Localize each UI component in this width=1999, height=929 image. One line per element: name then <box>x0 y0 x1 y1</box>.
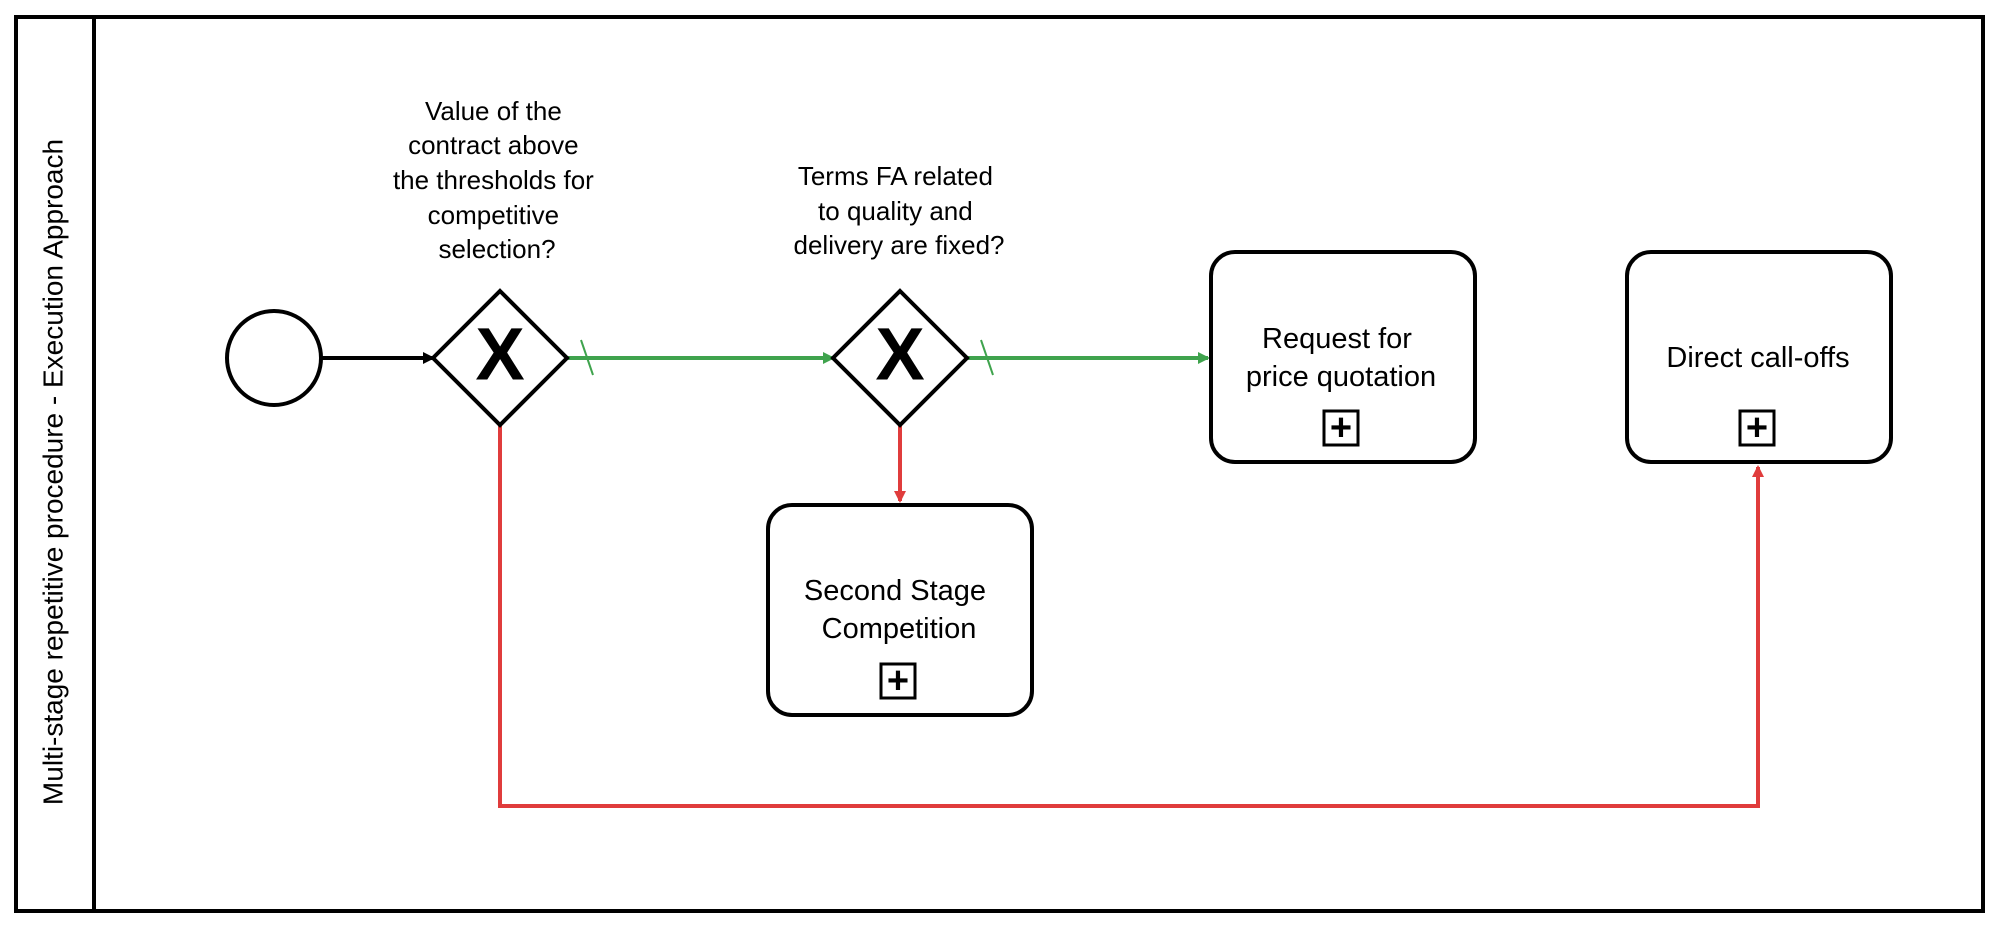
task-direct-calloffs[interactable]: Direct call-offs + <box>1625 250 1893 464</box>
question-line: contract above <box>408 130 579 160</box>
task-request-quotation[interactable]: Request for price quotation + <box>1209 250 1477 464</box>
flow-gateway1-no <box>498 425 1764 808</box>
exclusive-gateway-diamond <box>830 288 970 428</box>
task-label: Request for price quotation <box>1246 323 1436 393</box>
pool-border <box>14 15 1985 913</box>
task-box <box>1209 250 1477 464</box>
gateway-threshold-question: Value of the contract above the threshol… <box>393 96 601 264</box>
task-second-stage-competition[interactable]: Second Stage Competition + <box>766 503 1034 717</box>
question-line: selection? <box>438 234 555 264</box>
plus-marker: + <box>1330 407 1352 449</box>
default-flow-slash-icon <box>980 339 994 376</box>
task-label-line: Competition <box>822 613 977 645</box>
question-line: competitive <box>428 200 560 230</box>
task-label-line: Request for <box>1262 323 1412 355</box>
start-event-circle-icon[interactable] <box>225 309 323 407</box>
gateway-x-icon: X <box>875 313 924 396</box>
gateway-terms-question: Terms FA related to quality and delivery… <box>794 161 1005 260</box>
question-line: to quality and <box>818 196 973 226</box>
question-line: the thresholds for <box>393 165 594 195</box>
collapsed-subprocess-plus-icon <box>879 662 917 700</box>
question-line: Value of the <box>425 96 562 126</box>
default-flow-slash-icon <box>580 339 594 376</box>
task-label-line: Second Stage <box>804 575 986 607</box>
task-box <box>766 503 1034 717</box>
gateway-terms[interactable]: X <box>830 288 970 428</box>
plus-marker: + <box>887 660 909 702</box>
task-label: Direct call-offs <box>1666 342 1849 374</box>
task-box <box>1625 250 1893 464</box>
question-line: Terms FA related <box>798 161 993 191</box>
task-label-line: price quotation <box>1246 361 1436 393</box>
task-label-line: Direct call-offs <box>1666 342 1849 374</box>
collapsed-subprocess-plus-icon <box>1322 409 1360 447</box>
exclusive-gateway-diamond <box>430 288 570 428</box>
question-line: delivery are fixed? <box>794 230 1005 260</box>
gateway-x-icon: X <box>475 313 524 396</box>
task-label: Second Stage Competition <box>804 575 994 645</box>
plus-marker: + <box>1746 407 1768 449</box>
pool-label: Multi-stage repetitive procedure - Execu… <box>37 139 68 805</box>
gateway-threshold[interactable]: X <box>430 288 570 428</box>
collapsed-subprocess-plus-icon <box>1738 409 1776 447</box>
